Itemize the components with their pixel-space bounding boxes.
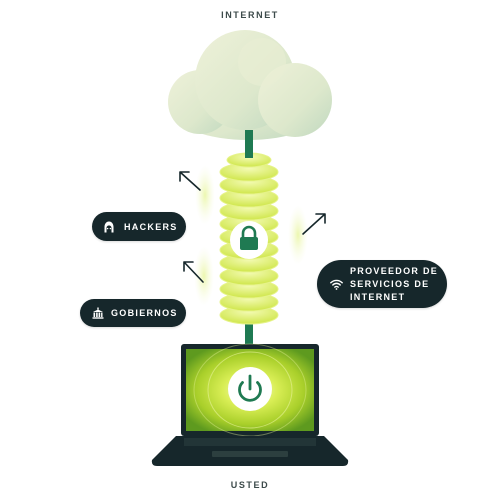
government-building-icon	[91, 307, 105, 319]
hacker-hood-icon	[102, 221, 116, 233]
hackers-label: HACKERS	[124, 221, 178, 232]
user-label: USTED	[230, 480, 270, 490]
interception-glows	[194, 165, 308, 306]
governments-callout: GOBIERNOS	[80, 299, 186, 327]
governments-label: GOBIERNOS	[111, 308, 178, 318]
hackers-callout: HACKERS	[92, 212, 186, 241]
internet-label: INTERNET	[221, 10, 279, 20]
isp-callout: PROVEEDOR DE SERVICIOS DE INTERNET	[317, 260, 447, 308]
cloud-icon	[168, 30, 332, 140]
isp-label: PROVEEDOR DE SERVICIOS DE INTERNET	[350, 265, 439, 302]
power-icon[interactable]	[228, 367, 272, 411]
wifi-icon	[329, 279, 343, 290]
lock-icon	[230, 221, 268, 259]
deflection-arrows	[179, 171, 326, 283]
